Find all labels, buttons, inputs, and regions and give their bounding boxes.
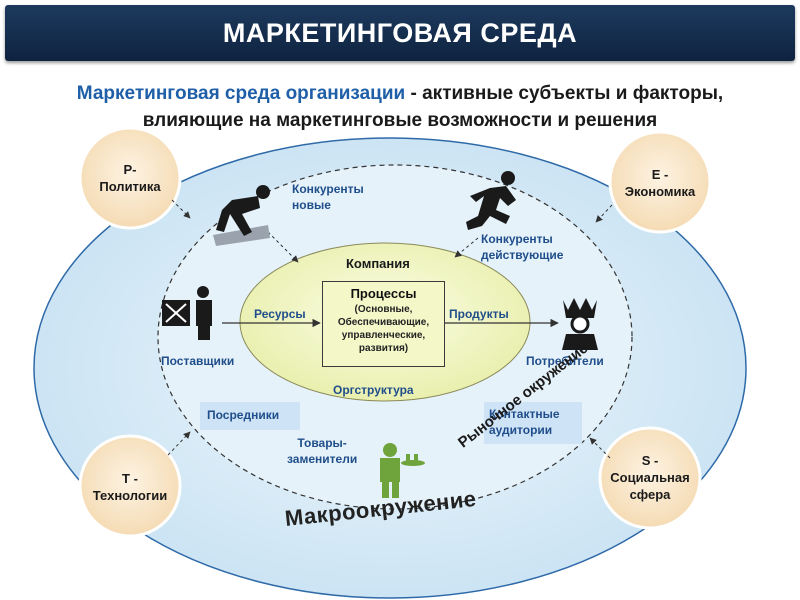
social-label-line-3: сфера (629, 487, 671, 502)
substitutes-label: Товары- заменители (287, 435, 357, 467)
new-competitors-line-1: Конкуренты (292, 182, 364, 196)
substitutes-icon (380, 443, 425, 498)
contact-audiences-box (484, 402, 582, 444)
new-competitors-label: Конкуренты новые (292, 181, 364, 213)
consumer-icon (562, 298, 598, 350)
contact-audiences-line-2: аудитории (489, 423, 553, 437)
substitutes-line-2: заменители (287, 452, 358, 466)
processes-detail-line-3: управленческие, (341, 330, 426, 341)
new-competitors-line-2: новые (292, 198, 331, 212)
social-label-line-1: S - (641, 453, 659, 468)
current-competitors-line-1: Конкуренты (481, 232, 553, 246)
new-competitor-icon (213, 185, 270, 246)
technology-label: T - Технологии (80, 470, 180, 504)
subtitle-line-2: влияющие на маркетинговые возможности и … (142, 110, 658, 131)
economy-label: E - Экономика (610, 166, 710, 200)
subtitle-highlight: Маркетинговая среда организации (76, 83, 406, 104)
intermediaries-box (200, 402, 300, 430)
politics-label: P- Политика (82, 161, 178, 195)
processes-detail-line-4: развития) (358, 343, 409, 354)
current-competitor-icon (466, 171, 516, 230)
economy-label-line-1: E - (651, 167, 669, 182)
processes-detail-line-2: Обеспечивающие, (337, 317, 430, 328)
processes-detail-line-1: (Основные, (354, 304, 413, 315)
processes-detail: (Основные, Обеспечивающие, управленчески… (323, 303, 444, 355)
politics-label-line-2: Политика (99, 179, 161, 194)
consumers-label: Потребители (526, 354, 604, 368)
suppliers-label: Поставщики (161, 354, 235, 368)
org-structure-label: Оргструктура (333, 383, 414, 397)
social-circle (598, 426, 702, 530)
subtitle: Маркетинговая среда организации - активн… (10, 80, 790, 134)
technology-label-line-1: T - (122, 471, 138, 486)
substitutes-line-1: Товары- (297, 436, 347, 450)
page-title: МАРКЕТИНГОВАЯ СРЕДА (222, 18, 578, 48)
social-label-line-2: Социальная (610, 470, 690, 485)
processes-box: Процессы (Основные, Обеспечивающие, упра… (322, 281, 445, 367)
intermediaries-label: Посредники (207, 408, 280, 422)
title-bar: МАРКЕТИНГОВАЯ СРЕДА (5, 5, 795, 61)
politics-label-line-1: P- (123, 162, 137, 177)
technology-label-line-2: Технологии (92, 488, 168, 503)
social-label: S - Социальная сфера (600, 452, 700, 503)
arrow-technology (167, 431, 191, 456)
technology-circle (78, 434, 182, 538)
contact-audiences-line-1: Контактные (489, 407, 560, 421)
resources-label: Ресурсы (254, 307, 306, 321)
current-competitors-label: Конкуренты действующие (481, 231, 563, 263)
arrow-new-competitors (267, 231, 299, 263)
arrow-economy (595, 204, 613, 223)
politics-circle (78, 126, 182, 230)
arrow-current-competitors (454, 237, 479, 258)
products-label: Продукты (449, 307, 509, 321)
subtitle-line-1: Маркетинговая среда организации - активн… (10, 80, 790, 107)
economy-circle (608, 130, 712, 234)
arrow-politics (171, 199, 191, 219)
current-competitors-line-2: действующие (481, 248, 564, 262)
arrow-social (589, 437, 611, 459)
supplier-icon (162, 286, 212, 340)
company-title: Компания (346, 256, 410, 271)
processes-title: Процессы (350, 286, 417, 301)
contact-audiences-label: Контактные аудитории (489, 406, 560, 438)
subtitle-line-1-rest: - активные субъекты и факторы, (405, 83, 724, 104)
economy-label-line-2: Экономика (624, 184, 696, 199)
